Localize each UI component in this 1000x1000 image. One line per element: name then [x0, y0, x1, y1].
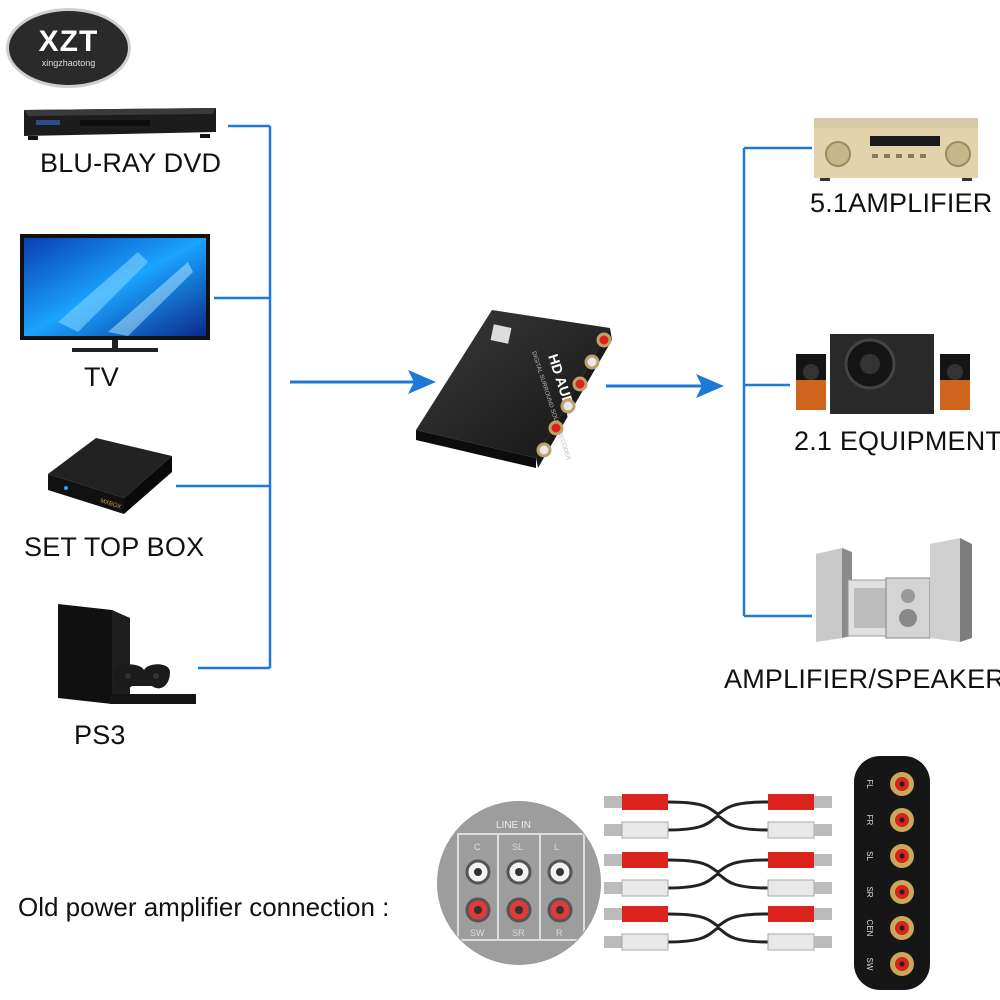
line-in-label: LINE IN	[496, 820, 531, 831]
panel-label-l: L	[554, 842, 559, 852]
decoder-output-jacks: FL FR SL SR CEN SW	[865, 772, 914, 976]
ps3-console-icon	[58, 604, 196, 704]
decoder-jack-pin	[899, 889, 905, 895]
decoder-jack-label-sr: SR	[865, 886, 874, 897]
output-label-equipment: 2.1 EQUIPMENT	[794, 426, 1000, 456]
decoder-jack-label-sw: SW	[865, 958, 874, 971]
set-top-box-icon: MXBOX	[48, 438, 172, 514]
arrow-to-outputs	[696, 374, 724, 398]
cable-pair-1	[604, 794, 832, 839]
source-label-tv: TV	[84, 362, 119, 392]
decoder-jack-pin	[899, 925, 905, 931]
cable-pair-3	[604, 906, 832, 951]
rca-cables	[604, 794, 832, 951]
bluray-player-icon	[24, 108, 216, 140]
source-label-bluray: BLU-RAY DVD	[40, 148, 222, 178]
old-amplifier-caption: Old power amplifier connection :	[18, 892, 390, 922]
decoder-jack-label-fl: FL	[865, 779, 874, 789]
device-jacks	[536, 332, 612, 458]
logo-subtext: xingzhaotong	[41, 58, 96, 68]
audio-decoder-device: HD AUDIO RUSH DIGITAL SURROUND SOUND DEC…	[416, 310, 612, 468]
output-label-amplifier: 5.1AMPLIFIER	[810, 188, 993, 218]
logo-brand: XZT	[38, 25, 99, 58]
source-label-settopbox: SET TOP BOX	[24, 532, 205, 562]
panel-label-sr: SR	[512, 928, 525, 938]
speaker-system-21-icon	[796, 334, 970, 414]
line-in-panel-photo: LINE IN C SL L SW SR R	[437, 801, 601, 965]
amplifier-icon	[814, 118, 978, 181]
output-label-speaker: AMPLIFIER/SPEAKER	[724, 664, 1000, 694]
decoder-jack-panel: FL FR SL SR CEN SW	[854, 756, 930, 990]
decoder-jack-pin	[899, 961, 905, 967]
decoder-jack-label-sl: SL	[865, 851, 874, 861]
source-label-ps3: PS3	[74, 720, 126, 750]
decoder-jack-label-cen: CEN	[865, 920, 874, 937]
decoder-jack-pin	[899, 781, 905, 787]
tv-icon	[20, 234, 210, 352]
panel-label-sw: SW	[470, 928, 485, 938]
cable-pair-2	[604, 852, 832, 897]
panel-label-sl: SL	[512, 842, 523, 852]
tower-speakers-icon	[816, 538, 972, 642]
decoder-jack-pin	[899, 853, 905, 859]
panel-label-r: R	[556, 928, 563, 938]
brand-logo: XZT xingzhaotong	[6, 8, 131, 88]
hd-badge	[490, 324, 512, 344]
panel-label-c: C	[474, 842, 481, 852]
decoder-jack-pin	[899, 817, 905, 823]
arrow-to-decoder	[408, 370, 436, 394]
decoder-jack-label-fr: FR	[865, 815, 874, 826]
